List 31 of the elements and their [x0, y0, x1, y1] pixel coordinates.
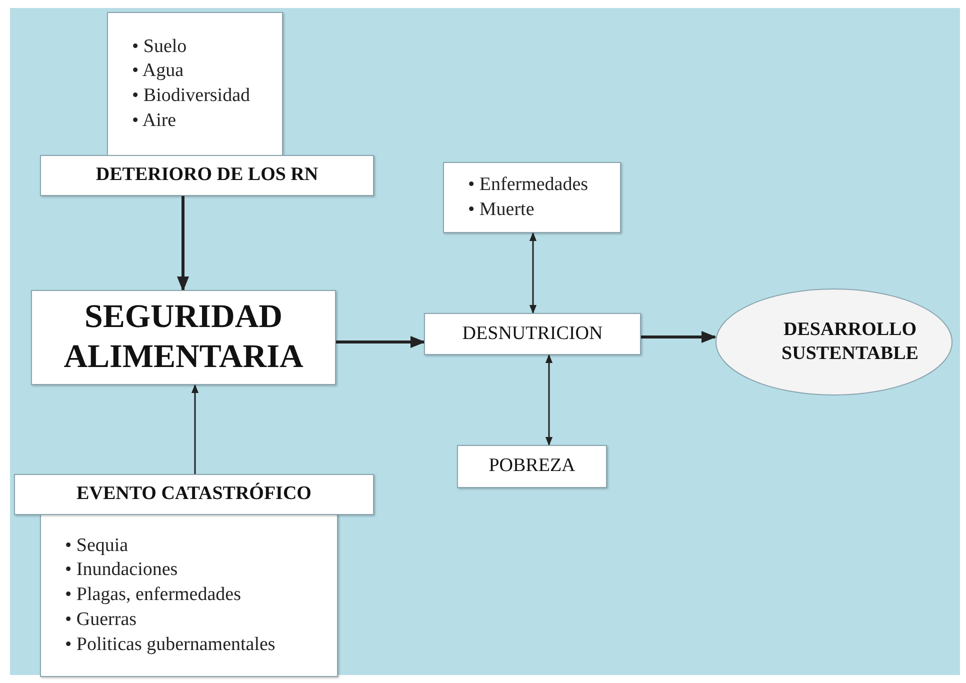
concept-box [31, 290, 336, 385]
list-item: • Enfermedades [468, 172, 590, 197]
heading-box [40, 155, 374, 196]
list-item: • Agua [132, 59, 185, 84]
list-box [40, 514, 338, 677]
node-label: DETERIORO DE LOS RN [94, 163, 320, 188]
arrow [336, 336, 426, 348]
list-item: • Guerras [65, 608, 138, 632]
arrow [529, 232, 537, 314]
node-label: DESARROLLO SUSTENTABLE [780, 318, 920, 366]
list-item: • Biodiversidad [132, 84, 251, 108]
list-item: • Sequia [65, 534, 130, 558]
list-item: • Aire [132, 108, 178, 133]
list-box [443, 162, 621, 233]
arrow [545, 354, 553, 446]
list-item: • Suelo [132, 34, 188, 59]
node-label: DESNUTRICION [461, 322, 604, 346]
arrow [177, 196, 189, 292]
concept-box [424, 313, 641, 355]
node-label: SEGURIDAD ALIMENTARIA [62, 298, 304, 376]
list-item: • Inundaciones [65, 558, 179, 582]
arrow [191, 384, 199, 474]
arrow [641, 331, 716, 343]
concept-box [457, 445, 607, 488]
list-item: • Muerte [468, 198, 536, 222]
node-label: EVENTO CATASTRÓFICO [76, 482, 312, 506]
list-box [107, 12, 283, 156]
list-item: • Plagas, enfermedades [65, 583, 242, 608]
heading-box [14, 474, 374, 515]
node-label: POBREZA [488, 454, 576, 478]
list-item: • Politicas gubernamentales [65, 632, 276, 657]
